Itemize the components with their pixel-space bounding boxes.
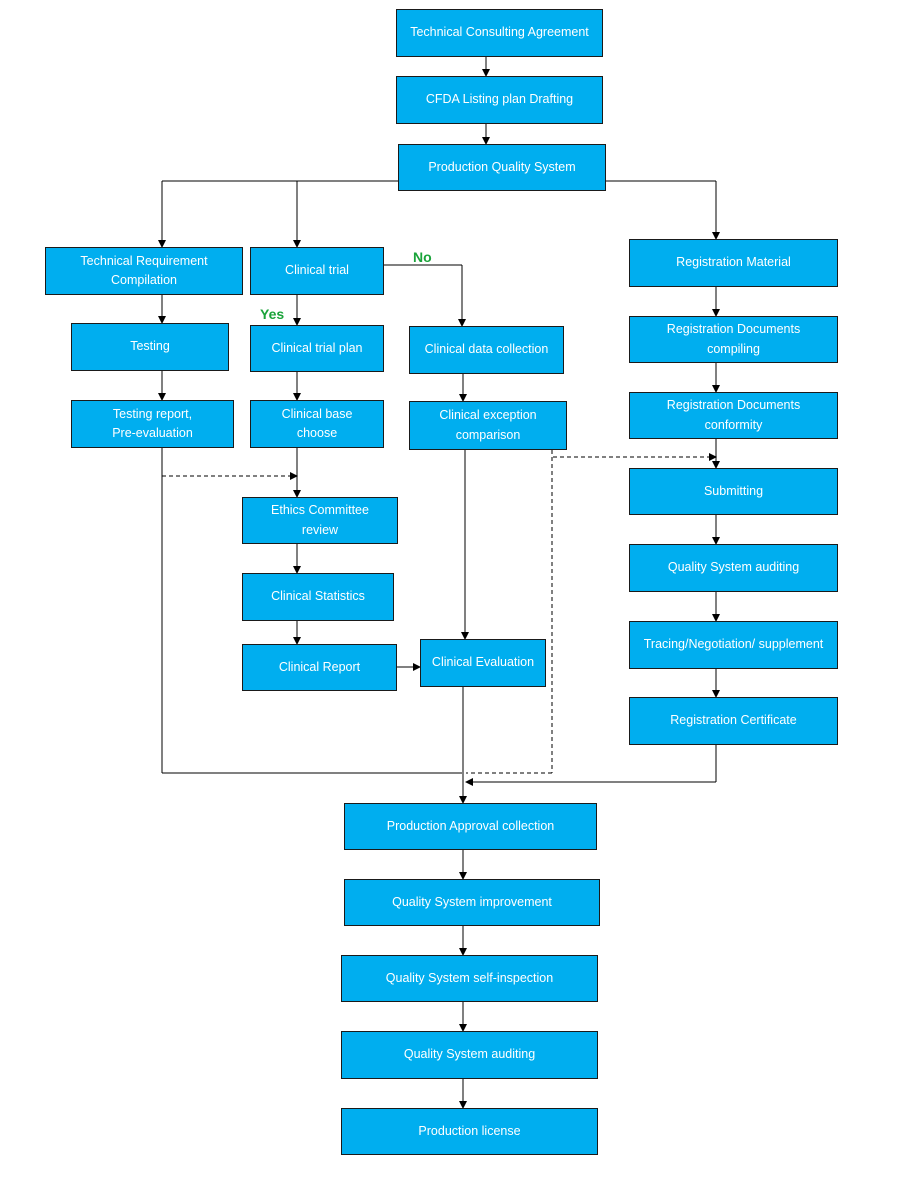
box-label: Quality System self-inspection — [385, 970, 554, 985]
box-label: Submitting — [703, 483, 764, 498]
box-label: Tracing/Negotiation/ supplement — [643, 637, 824, 652]
tracing-negotiation-supplement-box: Tracing/Negotiation/ supplement — [629, 621, 838, 669]
clinical-statistics-box: Clinical Statistics — [242, 573, 394, 621]
clinical-evaluation-box: Clinical Evaluation — [420, 639, 546, 687]
box-label: Clinical data collection — [424, 342, 549, 357]
testing-box: Testing — [71, 323, 229, 371]
box-label: CFDA Listing plan Drafting — [425, 92, 574, 107]
box-label: Registration Documents compiling — [666, 322, 801, 356]
box-label: Quality System improvement — [392, 894, 552, 909]
registration-certificate-box: Registration Certificate — [629, 697, 838, 745]
box-label: Registration Documents conformity — [666, 398, 801, 432]
box-label: Quality System auditing — [667, 560, 800, 575]
quality-system-self-inspection-box: Quality System self-inspection — [341, 955, 598, 1002]
box-label: Registration Material — [676, 255, 791, 270]
box-label: Technical Requirement Compilation — [80, 253, 208, 287]
quality-system-improvement-box: Quality System improvement — [344, 879, 600, 926]
box-label: Quality System auditing — [403, 1047, 536, 1062]
yes-decision-label: Yes — [260, 306, 285, 322]
box-label: Testing report, Pre-evaluation — [112, 406, 193, 440]
box-label: Clinical Statistics — [271, 589, 365, 604]
clinical-exception-comparison-box: Clinical exception comparison — [409, 401, 567, 450]
registration-material-box: Registration Material — [629, 239, 838, 287]
technical-consulting-agreement-box: Technical Consulting Agreement — [396, 9, 603, 57]
clinical-base-choose-box: Clinical base choose — [250, 400, 384, 448]
quality-system-auditing-box: Quality System auditing — [341, 1031, 598, 1079]
box-label: Ethics Committee review — [271, 503, 369, 537]
box-label: Production Approval collection — [386, 818, 555, 833]
cfda-listing-plan-box: CFDA Listing plan Drafting — [396, 76, 603, 124]
production-approval-collection-box: Production Approval collection — [344, 803, 597, 850]
clinical-data-collection-box: Clinical data collection — [409, 326, 564, 374]
box-label: Clinical trial plan — [271, 340, 363, 355]
clinical-trial-plan-box: Clinical trial plan — [250, 325, 384, 372]
quality-system-auditing-registration-box: Quality System auditing — [629, 544, 838, 592]
no-decision-label: No — [413, 249, 432, 265]
production-quality-system-box: Production Quality System — [398, 144, 606, 191]
registration-documents-compiling-box: Registration Documents compiling — [629, 316, 838, 363]
box-label: Testing — [130, 339, 170, 354]
box-label: Technical Consulting Agreement — [410, 25, 589, 40]
technical-requirement-box: Technical Requirement Compilation — [45, 247, 243, 295]
clinical-trial-box: Clinical trial — [250, 247, 384, 295]
box-label: Production Quality System — [428, 159, 576, 174]
box-label: Clinical Report — [278, 659, 361, 674]
box-label: Clinical exception comparison — [439, 408, 537, 442]
submitting-box: Submitting — [629, 468, 838, 515]
box-label: Registration Certificate — [670, 713, 797, 728]
box-label: Clinical Evaluation — [431, 655, 535, 670]
box-label: Production license — [418, 1123, 521, 1138]
registration-documents-conformity-box: Registration Documents conformity — [629, 392, 838, 439]
clinical-report-box: Clinical Report — [242, 644, 397, 691]
box-label: Clinical base choose — [281, 406, 353, 440]
ethics-committee-review-box: Ethics Committee review — [242, 497, 398, 544]
testing-report-box: Testing report, Pre-evaluation — [71, 400, 234, 448]
box-label: Clinical trial — [285, 263, 349, 278]
production-license-box: Production license — [341, 1108, 598, 1155]
